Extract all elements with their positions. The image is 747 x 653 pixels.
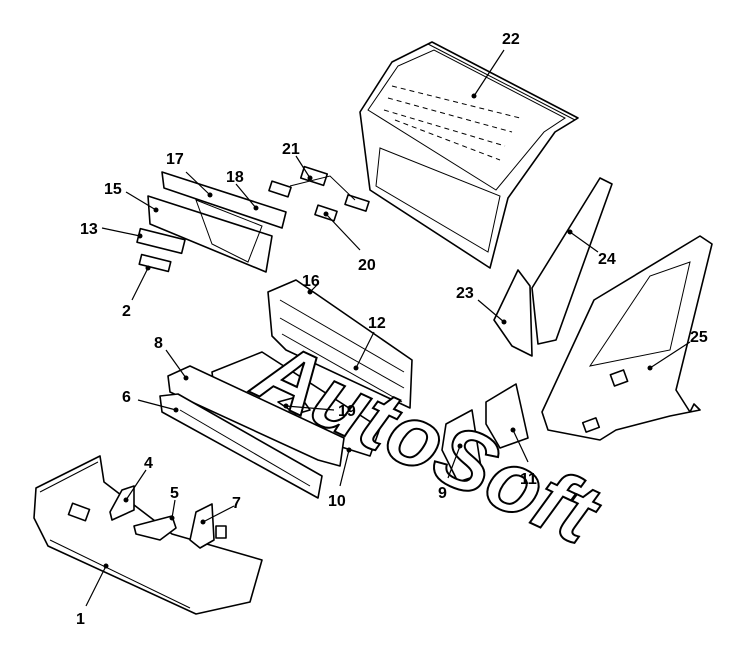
- pillar-panel-part: [493, 177, 613, 357]
- callout-8: 8: [154, 335, 163, 352]
- callout-12: 12: [368, 315, 386, 332]
- callout-24: 24: [598, 251, 616, 268]
- emblem-part: [136, 227, 186, 273]
- callout-16: 16: [302, 273, 320, 290]
- rear-garnish-part: [147, 171, 287, 273]
- callout-1: 1: [76, 611, 85, 628]
- callout-13: 13: [80, 221, 98, 238]
- callout-23: 23: [456, 285, 474, 302]
- bumper-lower-beam-part: [159, 393, 323, 499]
- callout-10: 10: [328, 493, 346, 510]
- callout-17: 17: [166, 151, 184, 168]
- callout-18: 18: [226, 169, 244, 186]
- bumper-reinforcement-part: [167, 351, 381, 467]
- bumper-beam-grille-part: [267, 279, 413, 409]
- quarter-panel-part: [541, 235, 713, 441]
- tailgate-part: [359, 41, 579, 269]
- callout-4: 4: [144, 455, 153, 472]
- callout-2: 2: [122, 303, 131, 320]
- callout-19: 19: [338, 403, 356, 420]
- callout-9: 9: [438, 485, 447, 502]
- callout-11: 11: [520, 471, 537, 488]
- license-lamp-part: [268, 165, 370, 222]
- callout-21: 21: [282, 141, 300, 158]
- bumper-bracket-part: [109, 485, 227, 549]
- callout-7: 7: [232, 495, 241, 512]
- callout-labels: 1 2 4 5 6 7 8 9 10 11 12 13 15 16 17 18 …: [76, 31, 708, 628]
- callout-15: 15: [104, 181, 122, 198]
- leader-lines: [85, 49, 691, 607]
- callout-25: 25: [690, 329, 708, 346]
- callout-5: 5: [170, 485, 179, 502]
- callout-6: 6: [122, 389, 131, 406]
- callout-22: 22: [502, 31, 520, 48]
- callout-20: 20: [358, 257, 376, 274]
